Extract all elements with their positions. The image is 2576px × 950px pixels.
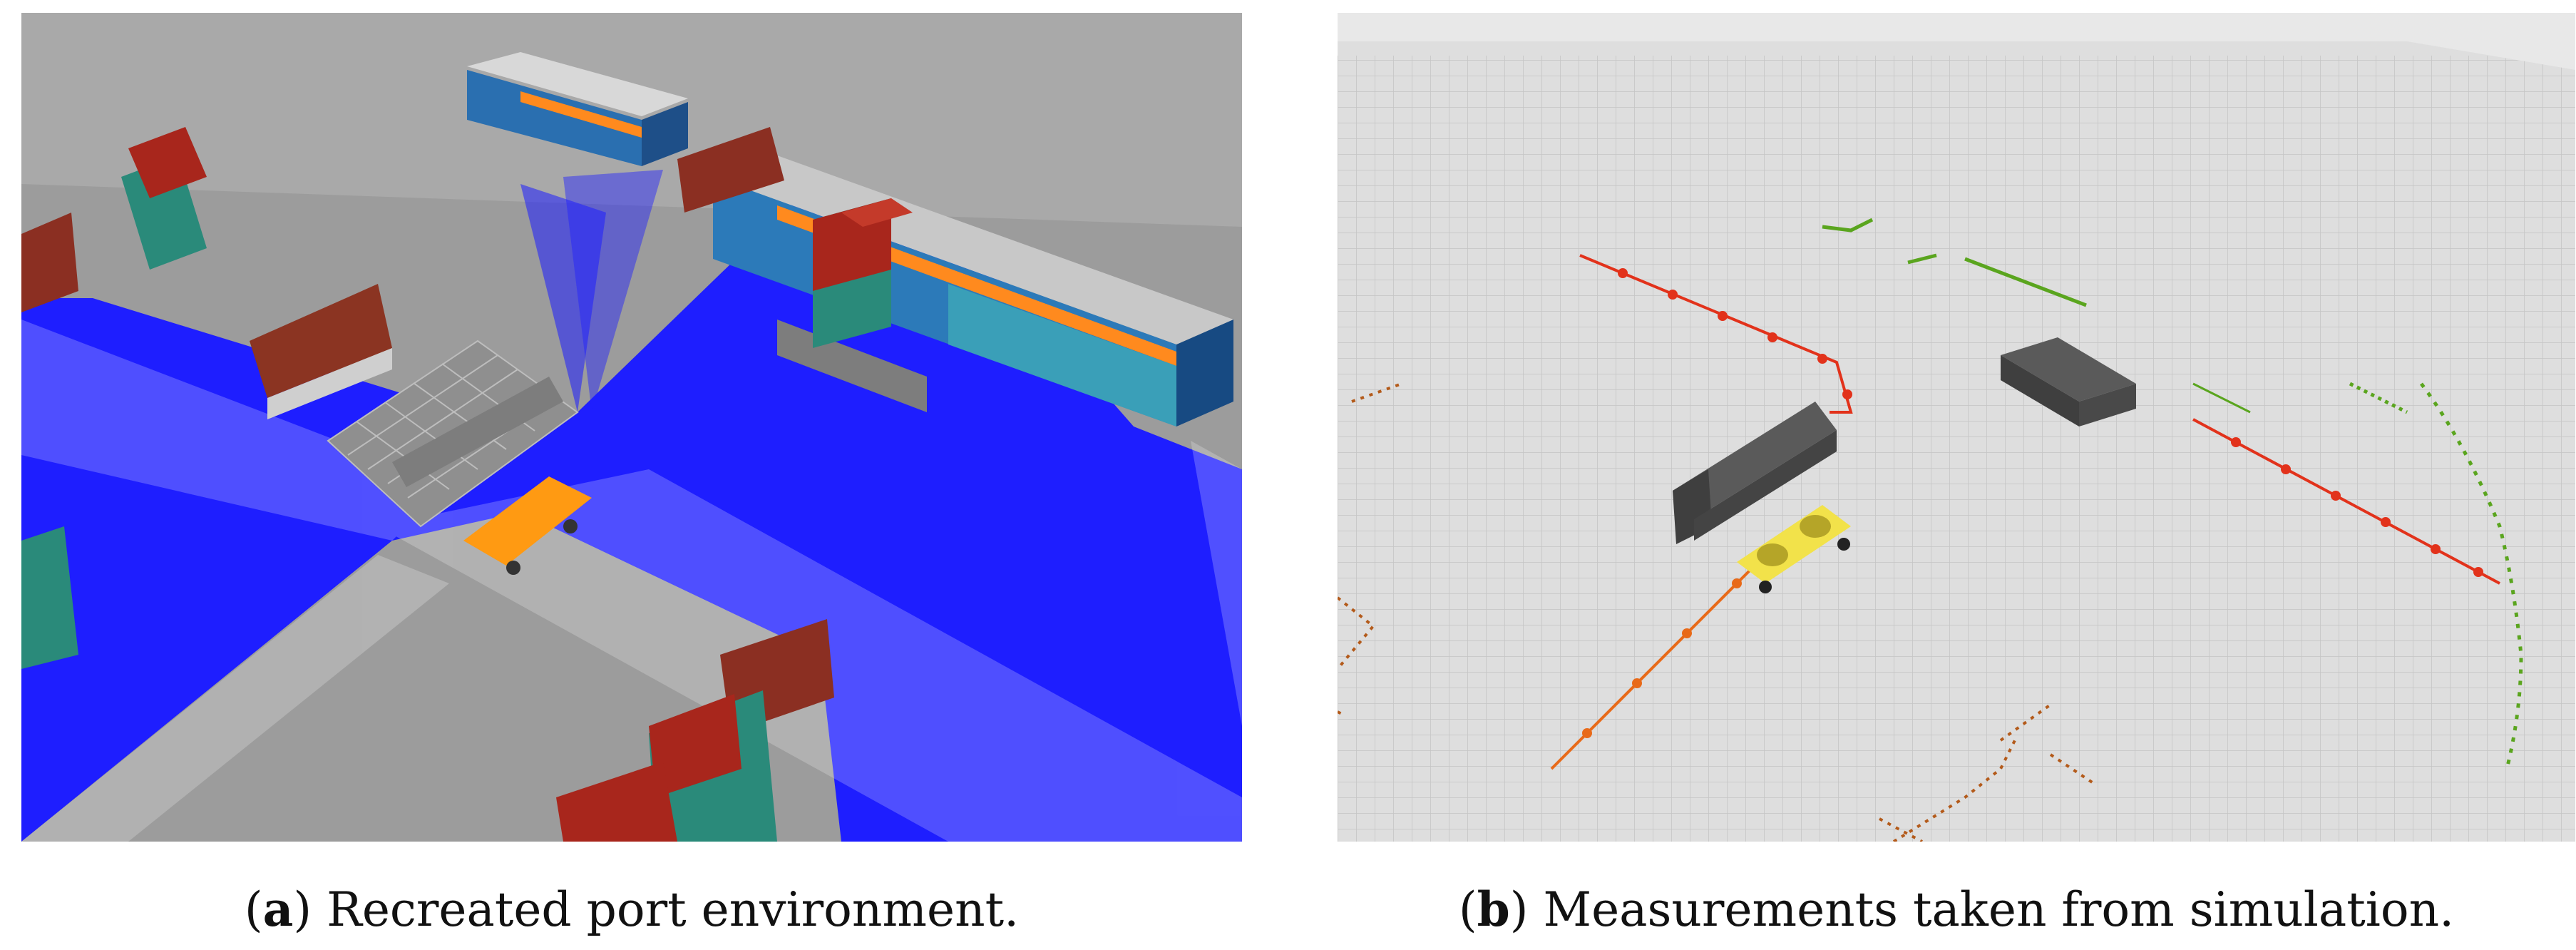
truck-right	[2001, 337, 2136, 427]
simulation-measurements-illustration	[1338, 13, 2575, 842]
orange-vehicle	[463, 476, 592, 575]
caption-a-text: Recreated port environment.	[327, 882, 1020, 937]
trajectory-red-left	[1579, 254, 1853, 414]
panel-a-port-render	[21, 13, 1242, 842]
panel-b-simulation-measurements	[1338, 13, 2575, 842]
trajectory-orange	[1550, 561, 1760, 770]
trajectory-red-right	[2192, 418, 2500, 585]
caption-b-text: Measurements taken from simulation.	[1543, 882, 2455, 937]
caption-b-label: b	[1477, 882, 1510, 937]
sensor-coverage	[21, 170, 1242, 842]
target-vehicle-yellow	[1737, 505, 1851, 593]
truck-left	[1673, 402, 1837, 544]
measurements-green	[1822, 218, 2523, 770]
measurements-brown	[1338, 382, 2095, 842]
container-stacks	[21, 52, 1233, 842]
simulation-grid	[1338, 56, 2575, 842]
caption-a: (a) Recreated port environment.	[244, 882, 1020, 937]
caption-b: (b) Measurements taken from simulation.	[1458, 882, 2455, 937]
horizon	[1338, 13, 2575, 70]
caption-a-label: a	[262, 882, 294, 937]
port-environment-illustration	[21, 13, 1242, 842]
